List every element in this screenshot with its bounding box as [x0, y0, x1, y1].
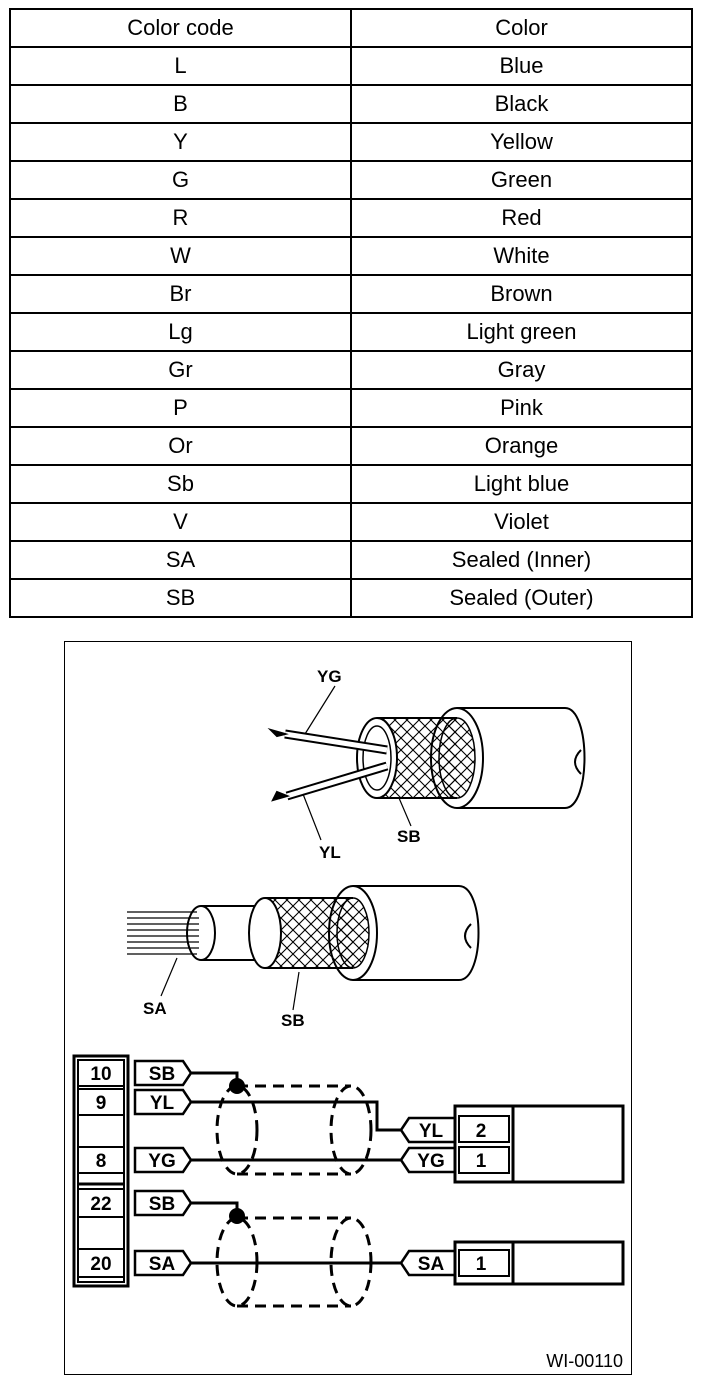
wire-tag-yl-9: YL	[133, 1088, 193, 1116]
color-code-cell: Lg	[9, 312, 352, 352]
color-code-cell: Y	[9, 122, 352, 162]
shielded-cable-2: SA SB	[127, 885, 480, 1030]
color-name-cell: Sealed (Inner)	[350, 540, 693, 580]
color-name-cell: Blue	[350, 46, 693, 86]
color-code-cell: L	[9, 46, 352, 86]
color-name-cell: Gray	[350, 350, 693, 390]
table-header-row: Color code Color	[9, 8, 693, 48]
pin-1-right-bottom: 1	[476, 1254, 487, 1275]
wiring-diagram-svg: YG YL SB SA SB	[72, 667, 625, 1371]
wire-tag-sb-10: SB	[133, 1059, 193, 1087]
header-color: Color	[350, 8, 693, 48]
wiring-figure: YG YL SB SA SB	[64, 641, 632, 1375]
color-name-cell: Sealed (Outer)	[350, 578, 693, 618]
color-code-cell: P	[9, 388, 352, 428]
wire-tag-sb-10-text: SB	[149, 1064, 175, 1085]
label-sb-shield-1: SB	[397, 827, 421, 846]
pin-10: 10	[90, 1064, 111, 1085]
pin-1-right: 1	[476, 1151, 487, 1172]
wiring-schematic: 10 9 8 22 20 SB YL YG SB SA	[72, 1054, 625, 1308]
wire-tag-sa-20: SA	[133, 1249, 193, 1277]
pin-22: 22	[90, 1194, 111, 1215]
color-name-cell: White	[350, 236, 693, 276]
color-name-cell: Yellow	[350, 122, 693, 162]
figure-id: WI-00110	[546, 1351, 623, 1371]
color-code-cell: SB	[9, 578, 352, 618]
color-code-cell: R	[9, 198, 352, 238]
header-color-code: Color code	[9, 8, 352, 48]
color-name-cell: Violet	[350, 502, 693, 542]
color-name-cell: Red	[350, 198, 693, 238]
tag-yl-right: YL	[419, 1121, 444, 1142]
wire-tag-yg-8: YG	[133, 1146, 193, 1174]
label-sa-inner: SA	[143, 999, 167, 1018]
tag-yg-right: YG	[417, 1151, 444, 1172]
color-name-cell: Orange	[350, 426, 693, 466]
color-code-cell: Sb	[9, 464, 352, 504]
right-connector-bottom: SA 1	[399, 1240, 625, 1286]
color-code-cell: Gr	[9, 350, 352, 390]
pin-9: 9	[96, 1093, 107, 1114]
pin-2-right: 2	[476, 1121, 487, 1142]
pin-20: 20	[90, 1254, 111, 1275]
wire-tag-sa-20-text: SA	[149, 1254, 176, 1275]
color-code-cell: V	[9, 502, 352, 542]
label-yl-wire: YL	[319, 843, 341, 862]
color-code-cell: Or	[9, 426, 352, 466]
color-code-cell: G	[9, 160, 352, 200]
color-code-cell: W	[9, 236, 352, 276]
color-name-cell: Black	[350, 84, 693, 124]
color-name-cell: Brown	[350, 274, 693, 314]
label-sb-shield-2: SB	[281, 1011, 305, 1030]
color-code-cell: B	[9, 84, 352, 124]
pin-8: 8	[96, 1151, 107, 1172]
shielded-cable-1: YG YL SB	[267, 667, 586, 862]
color-code-cell: SA	[9, 540, 352, 580]
wire-tag-yg-8-text: YG	[148, 1151, 175, 1172]
color-name-cell: Green	[350, 160, 693, 200]
right-connector-top: YL YG 2 1	[399, 1104, 625, 1184]
wire-tag-sb-22: SB	[133, 1189, 193, 1217]
left-connector: 10 9 8 22 20	[72, 1054, 130, 1288]
color-code-cell: Br	[9, 274, 352, 314]
color-name-cell: Light blue	[350, 464, 693, 504]
wire-tag-sb-22-text: SB	[149, 1194, 175, 1215]
color-name-cell: Pink	[350, 388, 693, 428]
color-name-cell: Light green	[350, 312, 693, 352]
wire-tag-yl-9-text: YL	[150, 1093, 175, 1114]
label-yg-wire: YG	[317, 667, 342, 686]
tag-sa-right: SA	[418, 1254, 445, 1275]
